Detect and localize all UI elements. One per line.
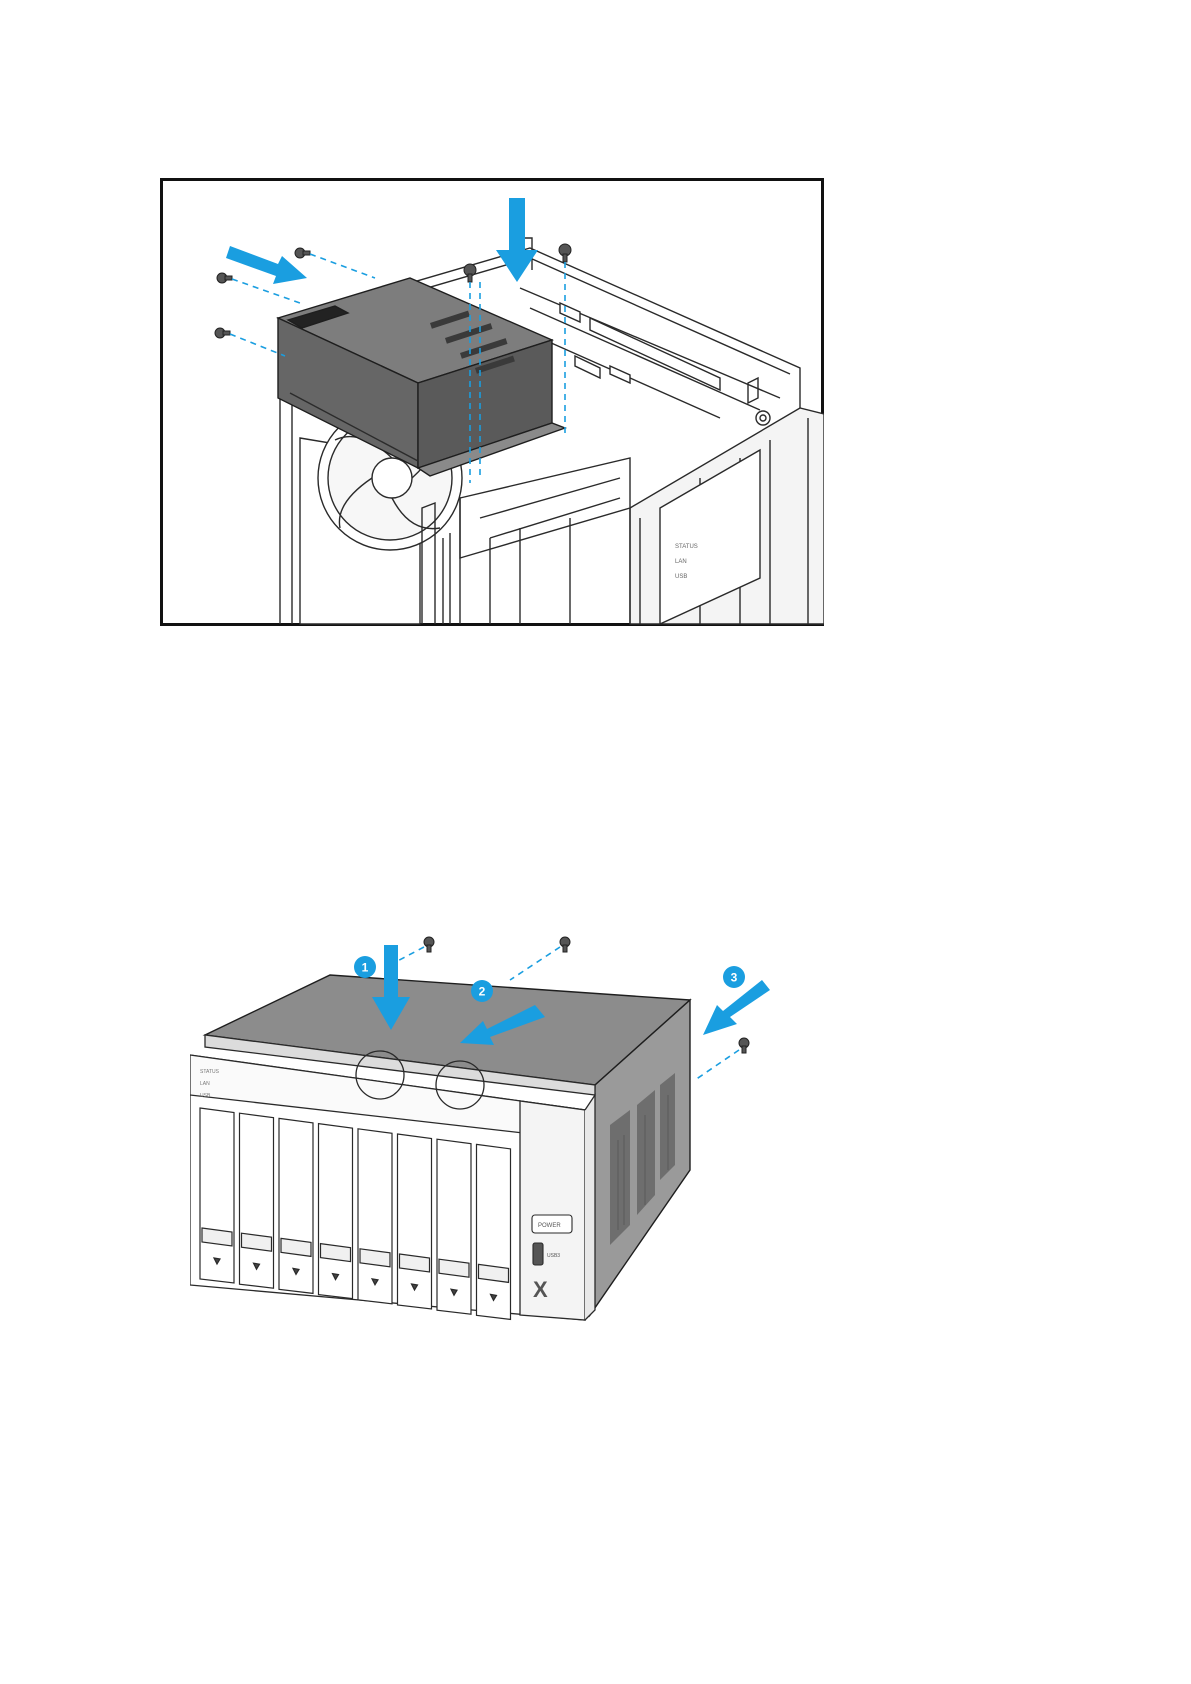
case-cover-installation-figure: STATUS LAN USB POWER USB3 X 1 2: [190, 925, 790, 1350]
drive-bay: [398, 1134, 432, 1309]
power-label: POWER: [538, 1223, 561, 1229]
arrow-down-left-icon: [703, 980, 770, 1035]
drive-bay: [319, 1124, 353, 1299]
screw-icon: [739, 1038, 749, 1053]
step-number: 1: [362, 961, 369, 975]
step-number: 3: [731, 971, 738, 985]
usb-port-icon: [533, 1243, 543, 1265]
psu-installation-figure: STATUS LAN USB: [160, 178, 824, 626]
panel-label: STATUS: [675, 544, 698, 550]
panel-label: LAN: [675, 559, 687, 565]
panel-label: STATUS: [200, 1069, 220, 1075]
panel-label: USB: [200, 1093, 211, 1099]
screw-icon: [424, 937, 434, 952]
drive-bay: [358, 1129, 392, 1304]
step-badge-1: 1: [354, 956, 376, 978]
drive-bay: [437, 1139, 471, 1314]
drive-bay: [279, 1118, 313, 1293]
brand-logo: X: [533, 1277, 548, 1302]
step-number: 2: [479, 985, 486, 999]
drive-bay: [240, 1113, 274, 1288]
panel-label: USB: [675, 574, 687, 580]
drive-bay: [200, 1108, 234, 1283]
usb-label: USB3: [547, 1253, 560, 1259]
step-badge-2: 2: [471, 980, 493, 1002]
screw-icon: [560, 937, 570, 952]
drive-bay: [477, 1144, 511, 1319]
step-badge-3: 3: [723, 966, 745, 988]
panel-label: LAN: [200, 1081, 210, 1087]
